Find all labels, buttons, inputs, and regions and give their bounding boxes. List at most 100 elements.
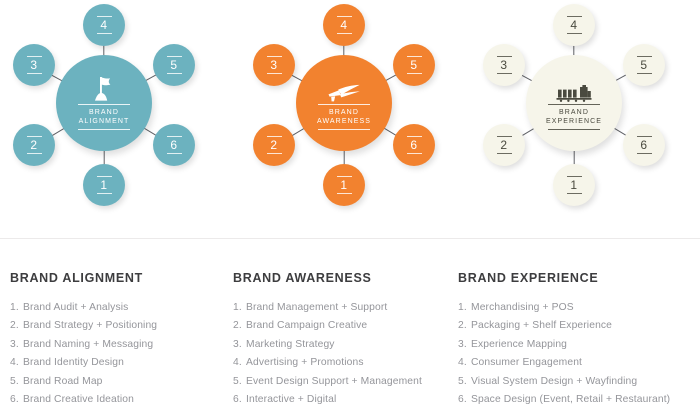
node-circle-1[interactable]: 1	[553, 164, 595, 206]
list-item[interactable]: 5. Event Design Support + Management	[233, 373, 458, 391]
node-rule-top	[26, 136, 42, 137]
hub-circle-brand-alignment[interactable]: BRAND ALIGNMENT	[56, 55, 152, 151]
list-item[interactable]: 3.Experience Mapping	[458, 336, 696, 354]
list-item-number: 1.	[458, 302, 467, 313]
service-lists: BRAND ALIGNMENT 1. Brand Audit + Analysis 2…	[0, 239, 700, 405]
list-heading: BRAND ALIGNMENT	[10, 271, 143, 285]
list-item[interactable]: 6.Space Design (Event, Retail + Restaura…	[458, 391, 696, 409]
list-item-label: Consumer Engagement	[471, 357, 583, 369]
service-item-list: 1. Brand Audit + Analysis 2.Brand Strategy…	[10, 299, 230, 409]
node-circle-3[interactable]: 3	[13, 44, 55, 86]
node-rule-top	[496, 56, 512, 57]
node-rule-bottom	[566, 193, 582, 194]
node-circle-3[interactable]: 3	[253, 44, 295, 86]
list-item-number: 3.	[458, 338, 467, 350]
list-item-number: 4.	[233, 357, 242, 369]
list-item-label: Space Design (Event, Retail + Restaurant…	[471, 394, 671, 406]
list-item[interactable]: 1. Merchandising + POS	[458, 299, 696, 317]
node-circle-4[interactable]: 4	[323, 4, 365, 46]
list-item[interactable]: 2.Packaging + Shelf Experience	[458, 317, 696, 335]
list-item-label: Event Design Support + Management	[246, 375, 422, 387]
node-number: 4	[100, 17, 108, 32]
node-number: 5	[410, 57, 418, 72]
list-item[interactable]: 4.Brand Identity Design	[10, 354, 230, 372]
node-rule-bottom	[406, 73, 422, 74]
node-rule-top	[336, 16, 352, 17]
node-circle-4[interactable]: 4	[83, 4, 125, 46]
list-item-number: 4.	[10, 357, 19, 369]
node-rule-top	[636, 136, 652, 137]
node-rule-bottom	[26, 73, 42, 74]
list-item[interactable]: 1.Brand Management + Support	[233, 299, 458, 317]
list-item-label: Merchandising + POS	[471, 302, 574, 313]
list-item-number: 1.	[10, 302, 19, 313]
list-item[interactable]: 4. Consumer Engagement	[458, 354, 696, 372]
node-circle-3[interactable]: 3	[483, 44, 525, 86]
list-item[interactable]: 3.Brand Naming + Messaging	[10, 336, 230, 354]
node-number: 1	[340, 177, 348, 192]
node-rule-top	[406, 56, 422, 57]
hub-rule-bottom	[318, 129, 370, 130]
node-circle-6[interactable]: 6	[393, 124, 435, 166]
list-item[interactable]: 2.Brand Campaign Creative	[233, 317, 458, 335]
service-item-list: 1. Merchandising + POS 2.Packaging + Shelf…	[458, 299, 696, 409]
list-item-label: Packaging + Shelf Experience	[471, 320, 613, 332]
node-rule-top	[496, 136, 512, 137]
diagram-brand-experience: BRAND EXPERIENCE 4 5 6 1 2 3	[470, 0, 700, 238]
node-rule-top	[266, 136, 282, 137]
node-circle-2[interactable]: 2	[13, 124, 55, 166]
hub-rule-bottom	[548, 129, 600, 130]
node-circle-1[interactable]: 1	[83, 164, 125, 206]
list-item[interactable]: 1. Brand Audit + Analysis	[10, 299, 230, 317]
section-divider	[0, 238, 700, 239]
node-rule-top	[636, 56, 652, 57]
node-circle-1[interactable]: 1	[323, 164, 365, 206]
list-item[interactable]: 2.Brand Strategy + Positioning	[10, 317, 230, 335]
list-item[interactable]: 6. Brand Creative Ideation	[10, 391, 230, 409]
list-item-label: Brand Strategy + Positioning	[23, 320, 158, 332]
node-rule-bottom	[566, 33, 582, 34]
node-circle-5[interactable]: 5	[393, 44, 435, 86]
node-circle-6[interactable]: 6	[623, 124, 665, 166]
node-circle-4[interactable]: 4	[553, 4, 595, 46]
list-item-label: Brand Audit + Analysis	[23, 302, 129, 313]
node-circle-2[interactable]: 2	[483, 124, 525, 166]
node-number: 3	[30, 57, 38, 72]
list-item-number: 5.	[10, 375, 19, 387]
node-rule-top	[266, 56, 282, 57]
node-number: 6	[170, 137, 178, 152]
list-item-number: 4.	[458, 357, 467, 369]
list-column-brand-alignment: BRAND ALIGNMENT 1. Brand Audit + Analysis 2…	[10, 239, 230, 409]
node-number: 2	[30, 137, 38, 152]
list-item-number: 5.	[458, 375, 467, 387]
node-rule-top	[166, 56, 182, 57]
node-circle-5[interactable]: 5	[623, 44, 665, 86]
list-item-label: Brand Creative Ideation	[23, 394, 134, 406]
list-item[interactable]: 4.Advertising + Promotions	[233, 354, 458, 372]
megaphone-icon	[324, 76, 364, 102]
list-item[interactable]: 5.Visual System Design + Wayfinding	[458, 373, 696, 391]
node-rule-bottom	[636, 73, 652, 74]
node-number: 1	[570, 177, 578, 192]
list-item[interactable]: 3.Marketing Strategy	[233, 336, 458, 354]
train-icon	[554, 76, 594, 102]
node-rule-top	[406, 136, 422, 137]
list-item[interactable]: 6.Interactive + Digital	[233, 391, 458, 409]
node-rule-top	[96, 176, 112, 177]
node-circle-5[interactable]: 5	[153, 44, 195, 86]
list-item[interactable]: 5.Brand Road Map	[10, 373, 230, 391]
hub-rule-top	[78, 104, 130, 105]
list-item-number: 5.	[233, 375, 242, 387]
node-rule-bottom	[636, 153, 652, 154]
hub-circle-brand-experience[interactable]: BRAND EXPERIENCE	[526, 55, 622, 151]
node-number: 4	[570, 17, 578, 32]
hub-circle-brand-awareness[interactable]: BRAND AWARENESS	[296, 55, 392, 151]
list-item-number: 6.	[10, 394, 19, 406]
node-circle-6[interactable]: 6	[153, 124, 195, 166]
node-circle-2[interactable]: 2	[253, 124, 295, 166]
list-item-number: 3.	[10, 338, 19, 350]
node-rule-top	[566, 16, 582, 17]
